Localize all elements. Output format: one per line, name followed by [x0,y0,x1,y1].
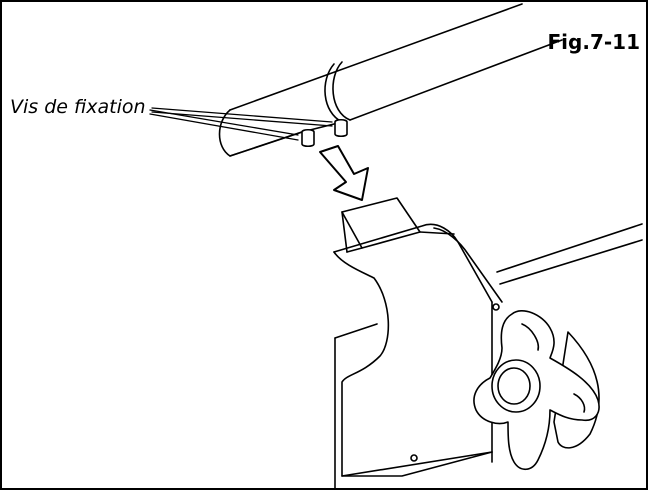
bracket-screw [410,303,500,462]
frame-plate [334,223,643,489]
figure-label: Fig.7-11 [547,30,640,54]
star-knob-icon [473,310,600,471]
down-arrow-icon [319,145,369,201]
tube [218,3,563,157]
leader-lines [149,107,333,141]
fixing-screws [301,118,348,148]
bracket [333,197,503,477]
fixing-screws-label: Vis de fixation [10,96,146,118]
